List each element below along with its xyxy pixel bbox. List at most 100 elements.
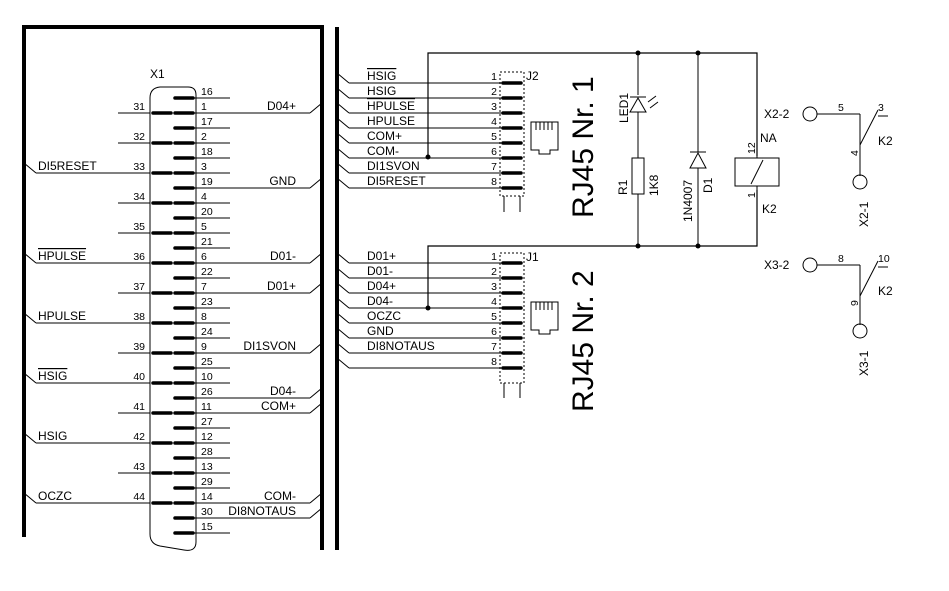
x1-right-pin-number: 11 bbox=[201, 401, 212, 413]
x1-left-signal-label: HSIG bbox=[38, 429, 67, 443]
j2-signal-label: HPULSE bbox=[367, 114, 415, 128]
bus-entry bbox=[336, 132, 350, 144]
x1-shell bbox=[149, 86, 197, 551]
x1-left-pin-number: 39 bbox=[133, 341, 145, 353]
x1-right-pin-number: 23 bbox=[201, 296, 213, 308]
bus-entry bbox=[309, 342, 323, 354]
bus-entry bbox=[309, 492, 323, 504]
x1-right-pin-number: 3 bbox=[201, 161, 207, 173]
terminal-x3-1: X3-1 bbox=[857, 350, 871, 376]
x1-left-pin-number: 41 bbox=[133, 401, 145, 413]
bus-entry bbox=[336, 87, 350, 99]
j2-title: RJ45 Nr. 1 bbox=[567, 76, 600, 218]
led-label: LED1 bbox=[617, 93, 631, 123]
svg-text:8: 8 bbox=[838, 253, 844, 265]
svg-text:9: 9 bbox=[849, 300, 861, 306]
x1-left-signal-label: HSIG bbox=[38, 369, 67, 383]
j2-signal-label: HPULSE bbox=[367, 99, 415, 113]
resistor-symbol: R1 1K8 bbox=[616, 157, 661, 246]
x1-right-pin-number: 21 bbox=[201, 236, 213, 248]
x1-right-pin-number: 6 bbox=[201, 251, 207, 263]
contact-ref: K2 bbox=[878, 134, 893, 148]
x1-right-signal-label: D01- bbox=[270, 249, 296, 263]
resistor-value: 1K8 bbox=[647, 174, 661, 196]
terminal-circle-icon bbox=[852, 323, 868, 339]
j1-signal-label: GND bbox=[367, 324, 394, 338]
x1-right-pin-number: 18 bbox=[201, 146, 213, 158]
x1-left-signal-label: HPULSE bbox=[38, 309, 86, 323]
bus-entry bbox=[336, 267, 350, 279]
rj45-jack-icon bbox=[530, 301, 559, 335]
x1-right-pin-number: 17 bbox=[201, 116, 213, 128]
x1-left-pin-number: 42 bbox=[133, 431, 145, 443]
resistor-ref: R1 bbox=[616, 179, 630, 195]
x1-right-pin-number: 12 bbox=[201, 431, 213, 443]
contact-ref: K2 bbox=[878, 284, 893, 298]
relay-coil: 12 1 NA K2 bbox=[734, 131, 780, 216]
j1-pin-number: 5 bbox=[491, 311, 497, 323]
x1-right-pin-number: 10 bbox=[201, 371, 213, 383]
x1-left-pin-number: 35 bbox=[133, 221, 145, 233]
terminal-x3-2: X3-2 bbox=[764, 258, 790, 272]
x1-right-pin-number: 25 bbox=[201, 356, 213, 368]
bus-entry bbox=[309, 402, 323, 414]
bus-entry bbox=[309, 252, 323, 264]
x1-right-pin-number: 14 bbox=[201, 491, 213, 503]
bus-entry bbox=[336, 177, 350, 189]
j1-signal-label: OCZC bbox=[367, 309, 401, 323]
j2-signal-label: COM+ bbox=[367, 129, 402, 143]
bus-entry bbox=[336, 342, 350, 354]
x1-left-pin-number: 44 bbox=[133, 491, 145, 503]
j1-title: RJ45 Nr. 2 bbox=[567, 270, 600, 412]
j1-pin-number: 6 bbox=[491, 326, 497, 338]
j1-ref: J1 bbox=[526, 250, 539, 264]
x1-right-pin-number: 5 bbox=[201, 221, 207, 233]
j1-pin-number: 3 bbox=[491, 281, 497, 293]
j1-body bbox=[499, 252, 525, 384]
j2-pin-number: 6 bbox=[491, 146, 497, 158]
j2-body bbox=[499, 71, 525, 197]
relay-contact-lower: X3-2 8 10 9 X3-1 K2 bbox=[764, 253, 893, 376]
x1-right-pin-number: 16 bbox=[201, 86, 213, 98]
bus-entry bbox=[23, 372, 37, 384]
relay-pin-bottom: 1 bbox=[746, 192, 758, 198]
bus-entry bbox=[309, 387, 323, 399]
x1-ref: X1 bbox=[150, 67, 165, 81]
x1-left-pin-number: 43 bbox=[133, 461, 145, 473]
x1-right-pin-number: 26 bbox=[201, 386, 213, 398]
svg-text:5: 5 bbox=[838, 102, 844, 114]
j2-pin-number: 3 bbox=[491, 101, 497, 113]
x1-right-pin-number: 29 bbox=[201, 476, 213, 488]
x1-right-pin-number: 30 bbox=[201, 506, 213, 518]
x1-right-pin-number: 1 bbox=[201, 101, 207, 113]
bus-entry bbox=[23, 312, 37, 324]
bus-entry bbox=[23, 432, 37, 444]
j2-pin-number: 8 bbox=[491, 176, 497, 188]
x1-right-signal-label: GND bbox=[269, 174, 296, 188]
j2-pin-number: 4 bbox=[491, 116, 497, 128]
j1-signal-label: D01- bbox=[367, 264, 393, 278]
j1-signal-label: D01+ bbox=[367, 249, 396, 263]
bus-entry bbox=[23, 492, 37, 504]
relay-contact-upper: X2-2 5 3 4 X2-1 K2 bbox=[764, 102, 893, 227]
j1-signal-label: D04- bbox=[367, 294, 393, 308]
bus-entry bbox=[336, 327, 350, 339]
x1-left-pin-number: 37 bbox=[133, 281, 145, 293]
relay-pin-top: 12 bbox=[746, 142, 758, 154]
terminal-x2-2: X2-2 bbox=[764, 107, 790, 121]
j2-signal-label: DI1SVON bbox=[367, 159, 420, 173]
bus-entry bbox=[336, 357, 350, 369]
bus-entry bbox=[336, 162, 350, 174]
x1-right-signal-label: D04+ bbox=[267, 99, 296, 113]
bus-entry bbox=[309, 282, 323, 294]
j2-signal-label: COM- bbox=[367, 144, 399, 158]
j1-pin-number: 7 bbox=[491, 341, 497, 353]
svg-text:3: 3 bbox=[878, 102, 884, 114]
